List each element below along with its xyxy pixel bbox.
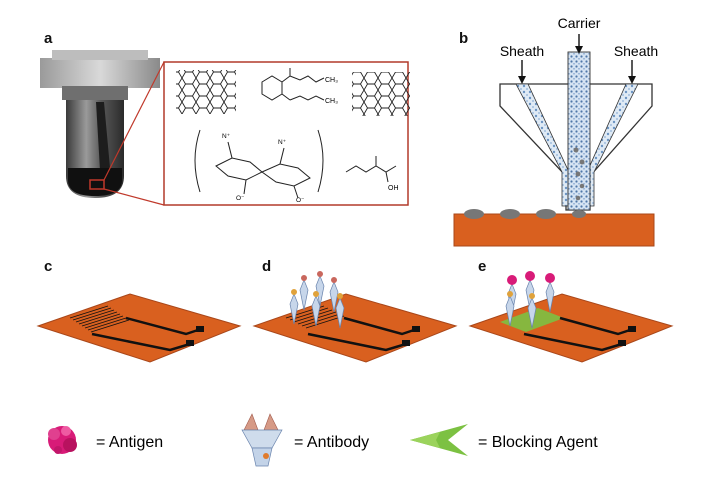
panel-label-c: c xyxy=(44,258,53,275)
sensor-chip-bare xyxy=(36,293,242,363)
panel-label-d: d xyxy=(262,258,272,275)
printed-substrate xyxy=(453,209,655,247)
oxide-label: O⁻ xyxy=(236,195,245,202)
legend-antigen-label: = Antigen xyxy=(96,434,163,451)
legend-antibody-label: = Antibody xyxy=(294,434,369,451)
oxide-label: O⁻ xyxy=(296,197,305,204)
ch3-label-2: CH₃ xyxy=(325,98,338,105)
sensor-chip-antibody xyxy=(252,271,458,363)
antibody-antigen-cluster xyxy=(505,271,555,329)
vial-photo xyxy=(40,50,160,198)
legend-blocking-label: = Blocking Agent xyxy=(478,434,598,451)
carrier-label: Carrier xyxy=(558,15,601,31)
nitro-label: N⁺ xyxy=(278,139,287,146)
legend xyxy=(48,413,468,467)
chemistry-inset: CH₃ CH₃ N⁺ N⁺ O⁻ O⁻ OH xyxy=(163,61,410,206)
antigen-icon xyxy=(48,426,77,454)
panel-label-a: a xyxy=(44,30,53,47)
sensor-chip-antigen xyxy=(468,271,674,363)
sheath-label-right: Sheath xyxy=(614,43,658,59)
graphene-icon xyxy=(352,72,410,116)
graphene-icon xyxy=(176,70,236,114)
panel-label-b: b xyxy=(459,30,469,47)
blocking-agent-icon xyxy=(410,424,468,456)
antibody-cluster xyxy=(289,271,345,329)
hydroxyl-label: OH xyxy=(388,185,399,192)
vial-zoom-box xyxy=(89,179,105,190)
dibutyl-phthalate-structure xyxy=(261,68,325,101)
ethyl-lactate-structure xyxy=(345,156,397,183)
aerosol-nozzle xyxy=(499,34,653,216)
sheath-label-left: Sheath xyxy=(500,43,544,59)
antibody-icon xyxy=(241,413,283,467)
ch3-label-1: CH₃ xyxy=(325,77,338,84)
nitrocellulose-structure xyxy=(194,129,324,199)
panel-label-e: e xyxy=(478,258,487,275)
nitro-label: N⁺ xyxy=(222,133,231,140)
